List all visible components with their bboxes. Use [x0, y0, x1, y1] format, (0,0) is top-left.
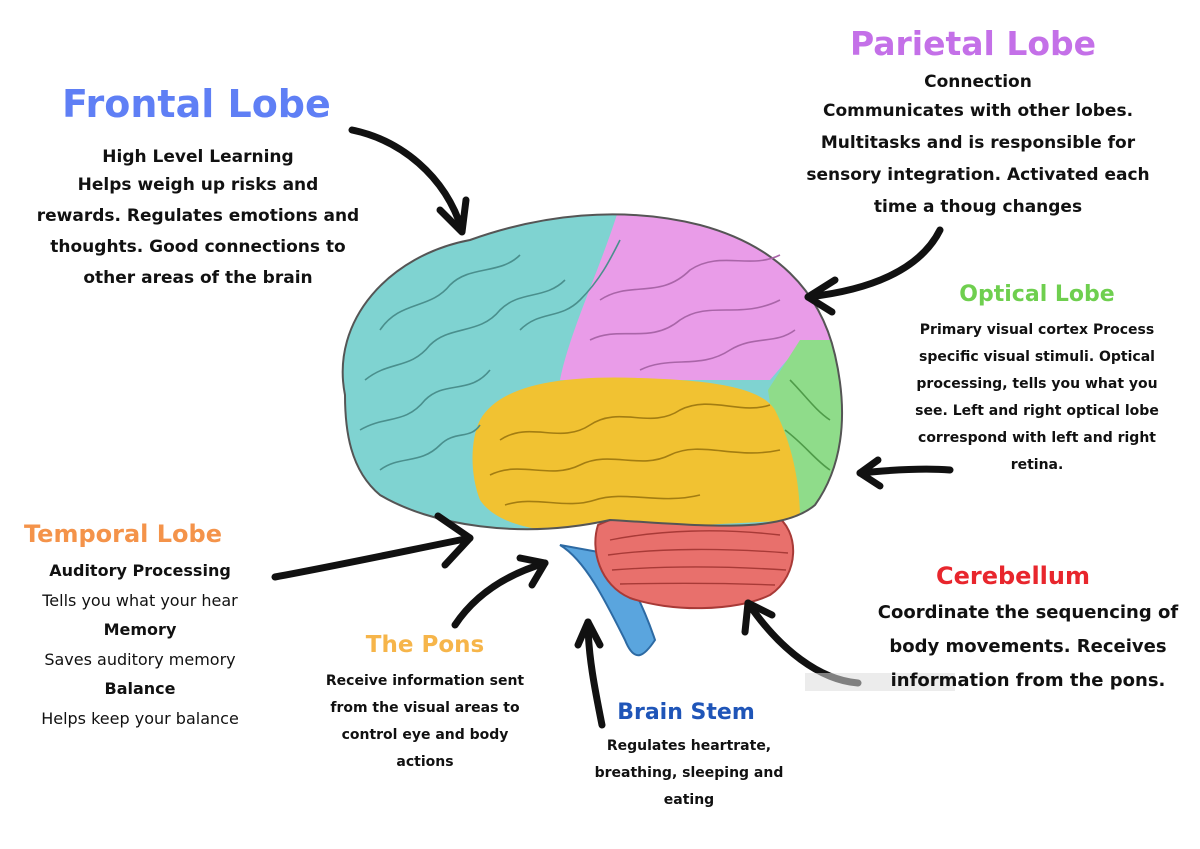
parietal-lobe-line: Communicates with other lobes.: [822, 101, 1134, 121]
temporal-arrow: [271, 512, 474, 581]
cerebellum-title: Cerebellum: [935, 562, 1090, 590]
frontal-arrow: [348, 126, 470, 236]
temporal-item-heading: Memory: [103, 620, 177, 639]
parietal-lobe-title: Parietal Lobe: [849, 24, 1097, 63]
optical-lobe-block: Optical Lobe Primary visual cortex Proce…: [890, 282, 1184, 479]
temporal-item-text: Helps keep your balance: [41, 709, 239, 728]
temporal-lobe-title: Temporal Lobe: [24, 520, 222, 548]
parietal-lobe-line: sensory integration. Activated each: [806, 165, 1150, 185]
optical-lobe-title: Optical Lobe: [959, 282, 1115, 307]
optical-lobe-line: see. Left and right optical lobe: [915, 403, 1159, 419]
parietal-arrow: [804, 226, 944, 316]
brainstem-block: Brain Stem Regulates heartrate, breathin…: [576, 700, 802, 814]
frontal-lobe-block: Frontal Lobe High Level Learning Helps w…: [20, 82, 376, 294]
temporal-lobe-shape: [472, 377, 800, 530]
optical-lobe-line: specific visual stimuli. Optical: [919, 349, 1155, 365]
brainstem-line: eating: [663, 792, 715, 808]
brainstem-arrow: [574, 618, 606, 729]
brainstem-line: breathing, sleeping and: [594, 765, 784, 781]
parietal-lobe-block: Parietal Lobe Connection Communicates wi…: [780, 24, 1176, 223]
cerebellum-block: Cerebellum Coordinate the sequencing of …: [860, 562, 1196, 698]
frontal-lobe-line: Helps weigh up risks and: [77, 175, 319, 195]
temporal-item-text: Saves auditory memory: [44, 650, 236, 669]
optical-lobe-line: processing, tells you what you: [916, 376, 1158, 392]
cerebellum-line: Coordinate the sequencing of: [877, 602, 1179, 623]
frontal-lobe-line: other areas of the brain: [83, 268, 313, 288]
pons-block: The Pons Receive information sent from t…: [305, 632, 545, 776]
parietal-lobe-line: Multitasks and is responsible for: [820, 133, 1136, 153]
parietal-lobe-line: time a thoug changes: [873, 197, 1083, 217]
pons-line: actions: [396, 754, 454, 770]
pons-title: The Pons: [365, 632, 485, 658]
occipital-gyri: [784, 379, 831, 471]
smudge-artifact: [805, 673, 955, 691]
frontal-gyri: [359, 239, 621, 471]
pons-arrow: [451, 554, 549, 629]
temporal-gyri: [489, 403, 781, 506]
frontal-lobe-line: rewards. Regulates emotions and: [36, 206, 360, 226]
parietal-gyri: [589, 254, 796, 371]
temporal-item-text: Tells you what your hear: [42, 591, 238, 610]
temporal-lobe-block: Temporal Lobe Auditory Processing Tells …: [10, 520, 270, 733]
pons-line: control eye and body: [341, 727, 509, 743]
parietal-lobe-subtitle: Connection: [924, 72, 1032, 92]
pons-line: from the visual areas to: [330, 700, 520, 716]
cerebellum-line: information from the pons.: [890, 670, 1166, 691]
cerebellum-folds: [607, 530, 789, 586]
frontal-lobe-subtitle: High Level Learning: [102, 147, 294, 167]
optical-lobe-line: Primary visual cortex Process: [919, 322, 1155, 338]
cerebellum-line: body movements. Receives: [889, 636, 1167, 657]
cerebellum-arrow: [741, 599, 862, 687]
optical-lobe-line: retina.: [1010, 457, 1064, 473]
temporal-item-heading: Balance: [104, 679, 176, 698]
optical-lobe-line: correspond with left and right: [918, 430, 1156, 446]
frontal-lobe-title: Frontal Lobe: [62, 82, 331, 126]
optical-arrow: [856, 456, 954, 490]
brainstem-line: Regulates heartrate,: [606, 738, 772, 754]
brainstem-title: Brain Stem: [617, 700, 755, 725]
temporal-item-heading: Auditory Processing: [49, 561, 231, 580]
pons-line: Receive information sent: [325, 673, 525, 689]
frontal-lobe-line: thoughts. Good connections to: [50, 237, 346, 257]
